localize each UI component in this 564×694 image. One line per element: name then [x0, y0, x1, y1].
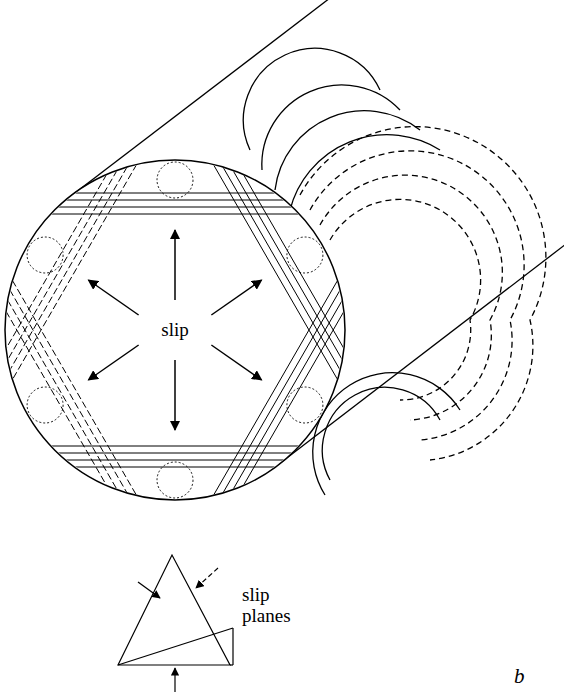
slip-label: slip — [159, 320, 190, 341]
panel-letter: b — [512, 665, 527, 688]
slip-plane-inset — [118, 555, 233, 692]
slip-arrows — [88, 230, 261, 430]
slip-intersections — [27, 162, 323, 498]
inset-label: slip planes — [240, 585, 314, 627]
slip-lines — [6, 164, 344, 495]
fiber-cross-section — [5, 160, 345, 500]
